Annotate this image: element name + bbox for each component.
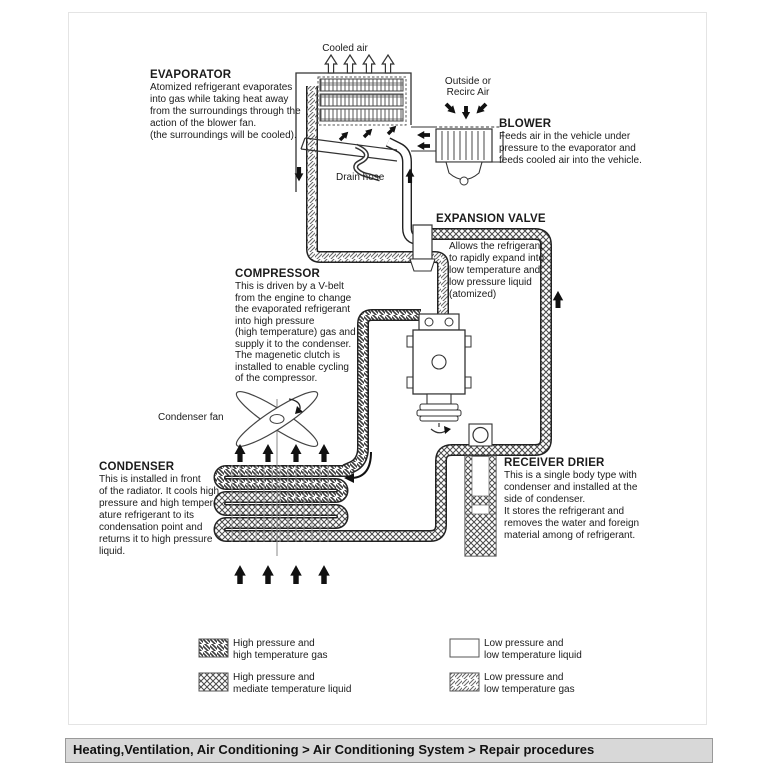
condenser-airflow-bottom-arrows-icon [234, 565, 330, 584]
legend-swatch-lp-liquid [449, 638, 480, 658]
evaporator-title: EVAPORATOR [150, 69, 232, 81]
blower-title: BLOWER [499, 118, 552, 130]
condenser-inlet-flow-arrow-icon [344, 451, 372, 483]
condenser-fan-label: Condenser fan [158, 412, 224, 423]
expansion-valve-description: Allows the refrigerant to rapidly expand… [449, 241, 545, 300]
receiver-drier-description: This is a single body type with condense… [504, 470, 640, 541]
receiver-drier-graphic [464, 423, 497, 557]
blower-graphic [411, 126, 504, 186]
pipe-fills [215, 86, 551, 541]
condenser-title: CONDENSER [99, 461, 175, 473]
pipe-high-pressure-gas [343, 310, 421, 475]
blower-output-arrows-icon [417, 131, 430, 150]
legend-label-hp-liquid: High pressure and mediate temperature li… [233, 672, 352, 695]
condenser-coil-gas-section [215, 466, 352, 502]
condenser-fan-icon [235, 391, 319, 447]
evaporator-description: Atomized refrigerant evaporates into gas… [150, 82, 301, 141]
outside-recirc-air-label: Outside or Recirc Air [444, 76, 492, 98]
legend-swatches [198, 638, 480, 692]
compressor-graphic [406, 313, 472, 434]
expansion-valve-title: EXPANSION VALVE [436, 213, 546, 225]
expansion-valve-graphic [409, 224, 436, 272]
pipe-low-pressure-liquid [386, 138, 420, 244]
legend-label-hp-gas: High pressure and high temperature gas [233, 638, 328, 661]
legend-swatch-lp-gas [449, 672, 480, 692]
riser-flow-up-arrow-icon [552, 290, 564, 308]
legend-swatch-hp-gas [198, 638, 229, 658]
pipe-low-pressure-gas [307, 86, 448, 320]
receiver-drier-title: RECEIVER DRIER [504, 457, 605, 469]
legend-swatch-hp-liquid [198, 672, 229, 692]
condenser-description: This is installed in front of the radiat… [99, 474, 220, 557]
condenser-fins [231, 465, 329, 542]
evaporator-graphic [295, 72, 412, 192]
breadcrumb[interactable]: Heating,Ventilation, Air Conditioning > … [65, 738, 713, 763]
legend-label-lp-liquid: Low pressure and low temperature liquid [484, 638, 582, 661]
compressor-title: COMPRESSOR [235, 268, 321, 280]
cooled-air-arrows-icon [324, 54, 395, 74]
breadcrumb-text: Heating,Ventilation, Air Conditioning > … [73, 742, 595, 757]
blower-description: Feeds air in the vehicle under pressure … [499, 131, 642, 166]
pipe-high-pressure-liquid [215, 229, 551, 541]
legend-label-lp-gas: Low pressure and low temperature gas [484, 672, 575, 695]
cooled-air-label: Cooled air [322, 43, 368, 54]
compressor-description: This is driven by a V-belt from the engi… [235, 281, 356, 384]
drain-hose-label: Drain hose [336, 172, 385, 183]
document-page [68, 12, 707, 725]
blower-intake-arrows-icon [443, 101, 489, 120]
